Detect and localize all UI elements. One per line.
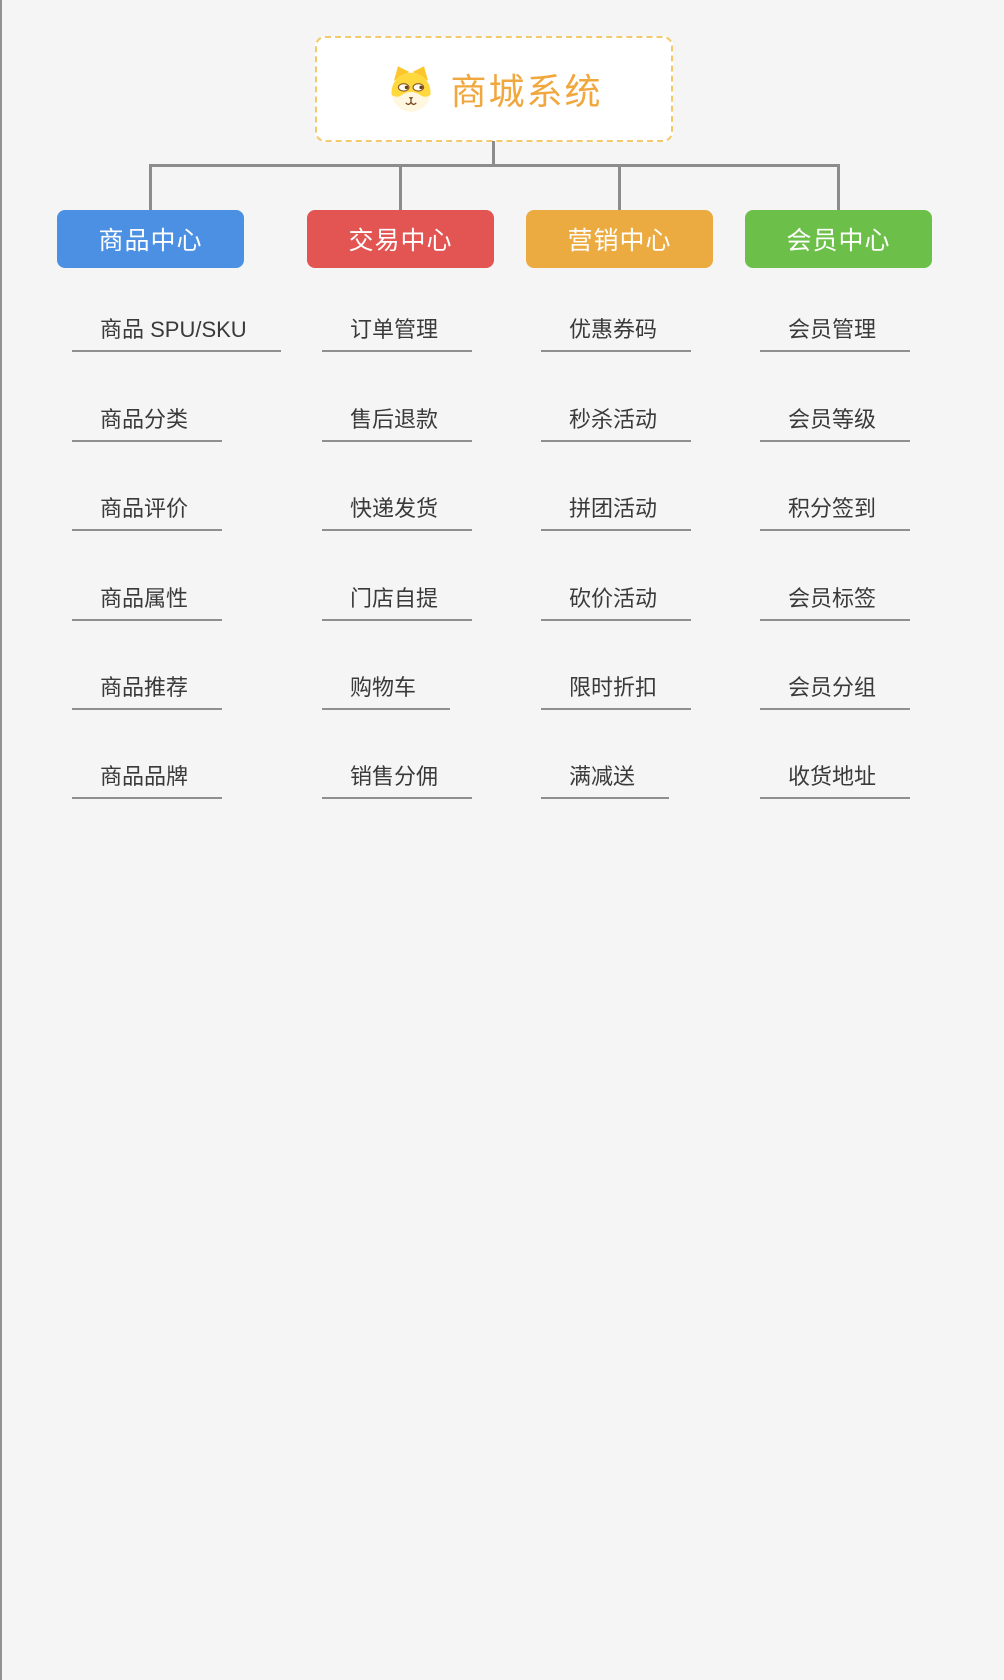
leaf-label: 商品 SPU/SKU — [100, 317, 247, 343]
leaf-node[interactable]: 收货地址 — [760, 710, 911, 800]
branch-leaves: 优惠券码 秒杀活动 拼团活动 砍价活动 限时折扣 满减送 — [541, 263, 692, 800]
leaf-node[interactable]: 商品推荐 — [72, 621, 223, 710]
branch: 会员中心 会员管理 会员等级 积分签到 会员标签 会员分组 收货地址 — [0, 164, 1004, 1680]
leaf-label: 会员标签 — [788, 585, 877, 611]
leaf-label: 收货地址 — [788, 764, 877, 790]
leaf-label: 购物车 — [350, 674, 417, 700]
root-title: 商城系统 — [450, 71, 603, 112]
connector-branch-drop — [618, 164, 621, 210]
leaf-node[interactable]: 快递发货 — [322, 442, 473, 532]
leaf-node[interactable]: 会员标签 — [760, 531, 911, 621]
leaf-node[interactable]: 销售分佣 — [322, 710, 473, 800]
connector-branch-spine — [0, 1599, 2, 1680]
connector-branch-drop — [837, 164, 840, 210]
branch-header-1[interactable]: 商品中心 — [57, 210, 244, 268]
leaf-label: 商品分类 — [100, 406, 189, 432]
leaf-label: 订单管理 — [350, 317, 439, 343]
leaf-label: 商品推荐 — [100, 674, 189, 700]
leaf-node[interactable]: 会员管理 — [760, 263, 911, 353]
leaf-node[interactable]: 购物车 — [322, 621, 451, 710]
connector-root-stem — [492, 141, 495, 165]
branch-leaves: 商品 SPU/SKU 商品分类 商品评价 商品属性 商品推荐 商品品牌 — [72, 263, 281, 800]
leaf-node[interactable]: 积分签到 — [760, 442, 911, 532]
connector-bus — [149, 164, 840, 167]
connector-branch-spine — [0, 533, 2, 1066]
leaf-label: 商品品牌 — [100, 764, 189, 790]
connector-branch-spine — [0, 0, 2, 533]
leaf-node[interactable]: 商品评价 — [72, 442, 223, 532]
leaf-node[interactable]: 秒杀活动 — [541, 352, 692, 442]
leaf-label: 会员分组 — [788, 674, 877, 700]
root-node[interactable]: 商城系统 — [315, 36, 673, 142]
branch-label: 会员中心 — [786, 227, 891, 255]
leaf-label: 限时折扣 — [569, 674, 658, 700]
connector-branch-drop — [399, 164, 402, 210]
leaf-node[interactable]: 会员分组 — [760, 621, 911, 710]
branch-header-3[interactable]: 营销中心 — [526, 210, 713, 268]
leaf-label: 门店自提 — [350, 585, 439, 611]
branch: 商品中心 商品 SPU/SKU 商品分类 商品评价 商品属性 商品推荐 商品品牌 — [0, 0, 1004, 800]
connector-branch-spine — [0, 1066, 2, 1599]
dog-face-icon — [391, 66, 431, 112]
leaf-label: 销售分佣 — [350, 764, 439, 790]
leaf-node[interactable]: 商品 SPU/SKU — [72, 263, 281, 353]
leaf-node[interactable]: 售后退款 — [322, 352, 473, 442]
leaf-label: 商品属性 — [100, 585, 189, 611]
branch-header-2[interactable]: 交易中心 — [307, 210, 494, 268]
branch-leaves: 订单管理 售后退款 快递发货 门店自提 购物车 销售分佣 — [322, 263, 473, 800]
leaf-label: 会员等级 — [788, 406, 877, 432]
leaf-node[interactable]: 商品属性 — [72, 531, 223, 621]
leaf-node[interactable]: 商品分类 — [72, 352, 223, 442]
leaf-node[interactable]: 商品品牌 — [72, 710, 223, 800]
leaf-node[interactable]: 门店自提 — [322, 531, 473, 621]
branch-leaves: 会员管理 会员等级 积分签到 会员标签 会员分组 收货地址 — [760, 263, 911, 800]
leaf-node[interactable]: 满减送 — [541, 710, 670, 800]
leaf-label: 秒杀活动 — [569, 406, 658, 432]
connector-branch-drop — [149, 164, 152, 210]
leaf-label: 拼团活动 — [569, 496, 658, 522]
leaf-node[interactable]: 限时折扣 — [541, 621, 692, 710]
leaf-node[interactable]: 会员等级 — [760, 352, 911, 442]
leaf-node[interactable]: 拼团活动 — [541, 442, 692, 532]
leaf-label: 优惠券码 — [569, 317, 658, 343]
branch: 营销中心 优惠券码 秒杀活动 拼团活动 砍价活动 限时折扣 满减送 — [0, 164, 1004, 1599]
leaf-node[interactable]: 优惠券码 — [541, 263, 692, 353]
leaf-label: 积分签到 — [788, 496, 877, 522]
branch-label: 商品中心 — [98, 227, 203, 255]
leaf-label: 商品评价 — [100, 496, 189, 522]
leaf-label: 售后退款 — [350, 406, 439, 432]
branch-label: 营销中心 — [567, 227, 672, 255]
leaf-label: 砍价活动 — [569, 585, 658, 611]
branch-header-4[interactable]: 会员中心 — [745, 210, 932, 268]
leaf-label: 会员管理 — [788, 317, 877, 343]
branch: 交易中心 订单管理 售后退款 快递发货 门店自提 购物车 销售分佣 — [0, 164, 1004, 1066]
leaf-label: 快递发货 — [350, 496, 439, 522]
branch-label: 交易中心 — [348, 227, 453, 255]
leaf-label: 满减送 — [569, 764, 636, 790]
leaf-node[interactable]: 砍价活动 — [541, 531, 692, 621]
leaf-node[interactable]: 订单管理 — [322, 263, 473, 353]
